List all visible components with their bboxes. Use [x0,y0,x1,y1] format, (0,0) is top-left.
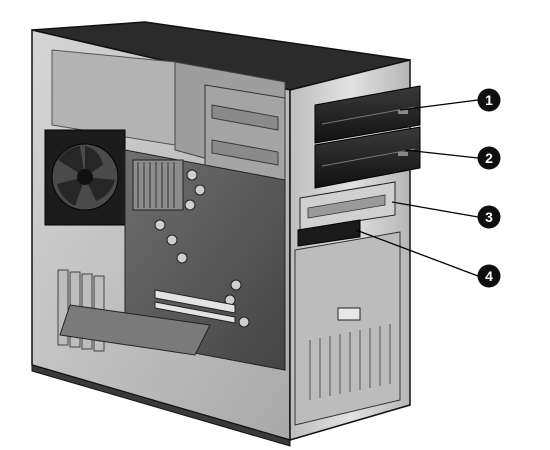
callout-3: 3 [477,205,501,229]
eject-button-2 [398,152,408,156]
callout-leader-lines [355,99,479,277]
expansion-card [59,304,211,356]
lower-drive-cage [294,231,401,426]
callout-3-label: 3 [485,209,493,225]
lower-cage-vents [309,324,391,400]
callout-1-label: 1 [485,92,493,108]
callout-4-label: 4 [485,268,493,284]
eject-button-1 [398,110,408,114]
callout-2: 2 [477,146,501,170]
callout-4: 4 [477,264,501,288]
fan-blades [57,146,115,206]
cpu-heatsink [132,159,184,211]
drive-bay-3-slot [307,194,386,219]
capacitors [154,169,250,328]
optical-drive-1 [314,85,421,144]
callout-2-label: 2 [485,150,493,166]
front-io-port [337,307,361,321]
heatsink-fins [137,162,175,208]
fan-hub [77,169,93,185]
callout-1: 1 [477,88,501,112]
chassis-bottom-rail [31,364,291,447]
memory-slots [154,289,236,324]
drive-bay-4 [297,219,361,247]
